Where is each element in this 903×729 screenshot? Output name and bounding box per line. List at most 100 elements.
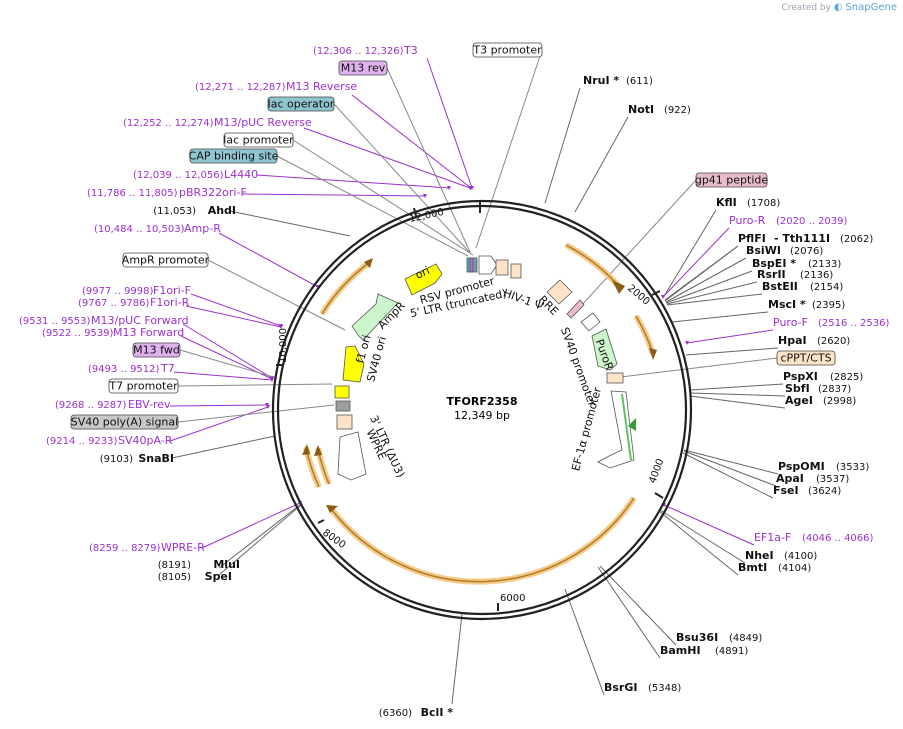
tick-12000 bbox=[413, 207, 417, 217]
backbone-outer bbox=[271, 199, 693, 621]
site-bcli: BclI * bbox=[421, 706, 454, 719]
box-label-t3promoter: T3 promoter bbox=[472, 44, 542, 57]
snapgene-logo-icon: ◐ bbox=[833, 2, 843, 13]
site-line-bsiwi bbox=[665, 257, 747, 303]
feature-puror bbox=[591, 328, 618, 371]
primer-f1orif: F1ori-F bbox=[153, 284, 191, 297]
site-pspomi: PspOMI bbox=[778, 460, 825, 473]
primer-line-ef1af bbox=[663, 504, 755, 546]
site-kfli: KflI bbox=[716, 196, 737, 209]
site-pos-sbfi: (2837) bbox=[818, 384, 851, 395]
site-pos-snabi: (9103) bbox=[100, 454, 133, 465]
primer-line-m13reverse bbox=[351, 94, 472, 189]
box-line-gp41peptide bbox=[579, 179, 697, 308]
primer-arrow-pbr322orif bbox=[423, 194, 427, 198]
tick-4000 bbox=[654, 492, 664, 499]
feature-t3-promoter bbox=[478, 255, 498, 275]
primer-m13pucforward: M13/pUC Forward bbox=[91, 314, 189, 327]
primer-pos-f1orir: (9767 .. 9786) bbox=[78, 298, 150, 309]
primer-purof: Puro-F bbox=[773, 316, 808, 329]
box-gp41peptide bbox=[695, 172, 768, 188]
site-tth111i: - Tth111I bbox=[774, 232, 830, 245]
feature-sv40-polya bbox=[335, 400, 351, 412]
site-pos-bmti: (4104) bbox=[778, 563, 811, 574]
tick-8000 bbox=[317, 519, 325, 524]
box-line-amprpromoter bbox=[207, 259, 346, 331]
box-label-sv40polyasignal: SV40 poly(A) signal bbox=[71, 416, 178, 429]
tick-label-10000: 10,000 bbox=[278, 328, 289, 363]
credit-prefix: Created by bbox=[781, 3, 831, 13]
primer-pos-l4440: (12,039 .. 12,056) bbox=[133, 170, 224, 181]
site-line-snabi bbox=[171, 435, 276, 459]
primer-line-f1orir bbox=[185, 305, 282, 328]
box-t3promoter bbox=[472, 42, 543, 58]
primer-f1orir: F1ori-R bbox=[150, 296, 190, 309]
site-line-mlui bbox=[218, 503, 302, 569]
box-line-t7promoter bbox=[177, 383, 333, 387]
site-pos-spei: (8105) bbox=[158, 572, 191, 583]
site-line-msci bbox=[671, 311, 769, 323]
primer-line-sv40par bbox=[169, 406, 269, 442]
site-line-noti bbox=[574, 116, 629, 213]
site-pos-apai: (3537) bbox=[816, 474, 849, 485]
site-pos-agei: (2998) bbox=[823, 396, 856, 407]
orf-arrowhead-1 bbox=[612, 280, 625, 294]
primer-pos-t7: (9493 .. 9512) bbox=[88, 364, 160, 375]
site-nhei: NheI bbox=[745, 549, 774, 562]
primer-ef1af: EF1a-F bbox=[754, 531, 791, 544]
orf-arc-3 bbox=[329, 496, 637, 585]
primer-ampr: Amp-R bbox=[184, 222, 221, 235]
box-label-m13fwd: M13 fwd bbox=[133, 344, 180, 357]
site-pos-rsrii: (2136) bbox=[800, 270, 833, 281]
primer-m13pucreverse: M13/pUC Reverse bbox=[214, 116, 312, 129]
site-agei: AgeI bbox=[785, 394, 813, 407]
primer-ebvrev: EBV-rev bbox=[128, 398, 171, 411]
site-rsrii: RsrII bbox=[757, 268, 786, 281]
site-bamhi: BamHI bbox=[660, 644, 701, 657]
feature-ori bbox=[404, 263, 443, 296]
site-line-nhei bbox=[659, 509, 746, 564]
site-pos-msci: (2395) bbox=[812, 300, 845, 311]
orf-arrowhead-2 bbox=[649, 348, 657, 360]
primer-sv40par: SV40pA-R bbox=[118, 434, 173, 447]
feature-efla-promoter bbox=[597, 390, 635, 469]
site-bsu36i: Bsu36I bbox=[676, 631, 718, 644]
site-line-bmti bbox=[658, 510, 739, 576]
primer-pos-puror: (2020 .. 2039) bbox=[776, 216, 848, 227]
plasmid-name: TFORF2358 bbox=[447, 395, 518, 408]
site-pos-tth111i: (2062) bbox=[840, 234, 873, 245]
box-label-gp41peptide: gp41 peptide bbox=[695, 174, 769, 187]
box-capbindingsite bbox=[189, 148, 278, 164]
site-bsteii: BstEII bbox=[762, 280, 798, 293]
site-fsei: FseI bbox=[773, 484, 799, 497]
feature-rsv bbox=[495, 259, 509, 276]
site-nrui: NruI * bbox=[583, 74, 619, 87]
site-pos-fsei: (3624) bbox=[808, 486, 841, 497]
orf-arrowhead-4 bbox=[302, 444, 310, 455]
connector-lines bbox=[169, 49, 786, 705]
feature-ltr-truncated bbox=[510, 263, 522, 279]
site-pos-bamhi: (4891) bbox=[715, 646, 748, 657]
primer-line-ampr bbox=[218, 232, 319, 288]
site-line-bamhi bbox=[597, 566, 661, 659]
feature-sv40-promoter-small bbox=[580, 312, 601, 332]
site-line-bspei bbox=[665, 270, 753, 304]
orf-arrowhead-5 bbox=[314, 445, 322, 456]
site-pspxi: PspXI bbox=[783, 370, 818, 383]
orf-arc-3-line bbox=[331, 497, 635, 583]
feature-3ltr bbox=[336, 414, 353, 430]
primer-arrow-sv40par bbox=[266, 405, 270, 409]
primer-line-t3 bbox=[426, 57, 473, 189]
primer-pos-m13forward: (9522 .. 9539) bbox=[42, 328, 114, 339]
site-snabi: SnaBI bbox=[138, 452, 174, 465]
site-bmti: BmtI bbox=[738, 561, 767, 574]
site-pos-ahdi: (11,053) bbox=[153, 206, 196, 217]
primer-arrow-puror bbox=[661, 295, 665, 299]
site-line-apai bbox=[683, 450, 777, 487]
backbone-inner bbox=[276, 204, 688, 616]
primer-arrow-f1orir bbox=[279, 325, 283, 329]
site-pos-bsteii: (2154) bbox=[810, 282, 843, 293]
orf-arc-1 bbox=[564, 242, 625, 292]
box-line-cpptcts bbox=[620, 357, 778, 378]
